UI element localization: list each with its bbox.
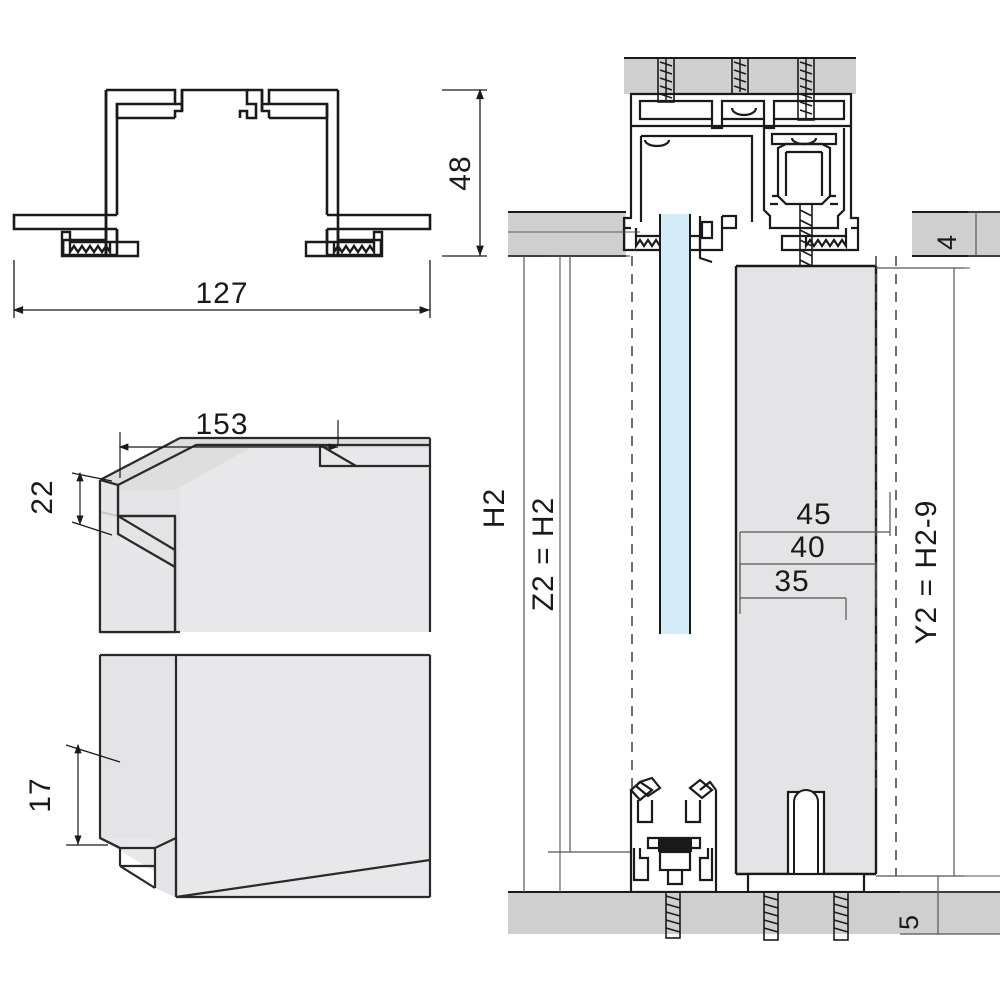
dimension-45: 45 bbox=[739, 492, 891, 592]
wall-right bbox=[912, 212, 1000, 256]
dimension-153: 153 bbox=[118, 408, 339, 478]
floor-slab bbox=[508, 892, 1000, 934]
dimension-127: 127 bbox=[12, 260, 431, 318]
dimension-label-17: 17 bbox=[24, 777, 57, 812]
bottom-rail-profile bbox=[629, 776, 718, 894]
view-profile-section: 127 48 bbox=[12, 88, 487, 318]
dimension-label-22: 22 bbox=[26, 479, 59, 514]
extension-lines bbox=[508, 231, 1000, 892]
dimension-5: 5 bbox=[894, 876, 1000, 935]
dimension-label-5: 5 bbox=[894, 914, 924, 930]
dimension-48: 48 bbox=[442, 88, 487, 257]
dimension-y2: Y2 = H2-9 bbox=[876, 267, 964, 877]
view-assembly-section: H2 Z2 = H2 Y2 = H2-9 45 40 bbox=[478, 57, 1000, 941]
glass-panel-upper bbox=[660, 214, 690, 634]
dimension-label-y2: Y2 = H2-9 bbox=[910, 500, 943, 645]
dimension-z2: Z2 = H2 bbox=[527, 255, 630, 853]
floor-guide bbox=[746, 789, 866, 894]
dimension-label-h2: H2 bbox=[478, 488, 511, 528]
dimension-label-153: 153 bbox=[195, 408, 248, 441]
floor-screws bbox=[665, 891, 849, 941]
dimension-22: 22 bbox=[26, 471, 113, 536]
hanger-bolt bbox=[799, 204, 813, 272]
dimension-label-40: 40 bbox=[790, 531, 825, 564]
dimension-label-45: 45 bbox=[796, 498, 831, 531]
dimension-17: 17 bbox=[24, 743, 121, 846]
view-isometric-top: 153 22 bbox=[26, 408, 432, 634]
ceiling-screws bbox=[657, 57, 815, 121]
dimension-label-35: 35 bbox=[774, 565, 809, 598]
top-track-profile bbox=[622, 92, 860, 264]
dimension-h2: H2 bbox=[478, 255, 560, 892]
reference-lines bbox=[631, 256, 897, 876]
dimension-35: 35 bbox=[739, 565, 847, 620]
dimension-label-4: 4 bbox=[932, 234, 962, 250]
dimension-4: 4 bbox=[932, 211, 1000, 257]
dimension-label-z2: Z2 = H2 bbox=[527, 497, 560, 612]
dimension-40: 40 bbox=[739, 531, 877, 604]
dimension-label-127: 127 bbox=[195, 277, 248, 310]
view-isometric-bottom: 17 bbox=[24, 653, 432, 899]
door-leaf bbox=[736, 266, 876, 874]
wall-left bbox=[508, 212, 626, 256]
dimension-label-48: 48 bbox=[444, 155, 477, 190]
